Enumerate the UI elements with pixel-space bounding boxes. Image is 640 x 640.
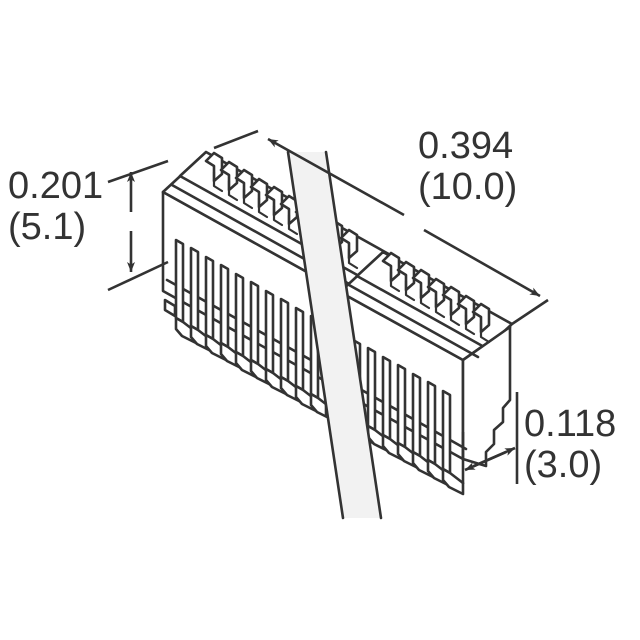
contact-springs-right [381, 251, 491, 334]
dimension-extension-line-height-top [107, 159, 169, 184]
dimension-arrow-width-right [423, 228, 541, 298]
connector-right-segment [338, 250, 514, 496]
dimension-extension-line-width-left [213, 129, 259, 150]
dimension-width-0394 [213, 129, 549, 326]
connector-body-group [161, 150, 514, 520]
dimension-depth-0118 [461, 392, 519, 484]
contact-spring-arcs-right [389, 270, 491, 344]
dimension-label-width-metric: (10.0) [418, 166, 518, 209]
dimension-arrow-depth-right [473, 446, 516, 468]
dimension-label-depth: 0.118 (3.0) [524, 403, 617, 487]
dimension-label-width-inch: 0.394 [418, 125, 514, 167]
dimension-label-height-inch: 0.201 [8, 165, 104, 207]
dimension-label-depth-inch: 0.118 [524, 403, 617, 445]
break-line-symbol [286, 150, 383, 520]
dimension-label-width: 0.394 (10.0) [418, 125, 518, 209]
dimension-extension-line-width-right [511, 298, 549, 326]
housing-channel-edge-right [347, 283, 480, 359]
dimension-label-height-metric: (5.1) [8, 206, 87, 249]
dimension-lines-group [107, 129, 549, 484]
dimension-label-depth-metric: (3.0) [524, 444, 603, 487]
housing-latch-tab-left [163, 298, 177, 318]
dimension-label-height: 0.201 (5.1) [8, 165, 104, 249]
dimension-arrow-width-left [267, 137, 405, 217]
dimension-extension-line-height-bottom [107, 260, 169, 292]
dimension-height-0201 [107, 159, 169, 292]
